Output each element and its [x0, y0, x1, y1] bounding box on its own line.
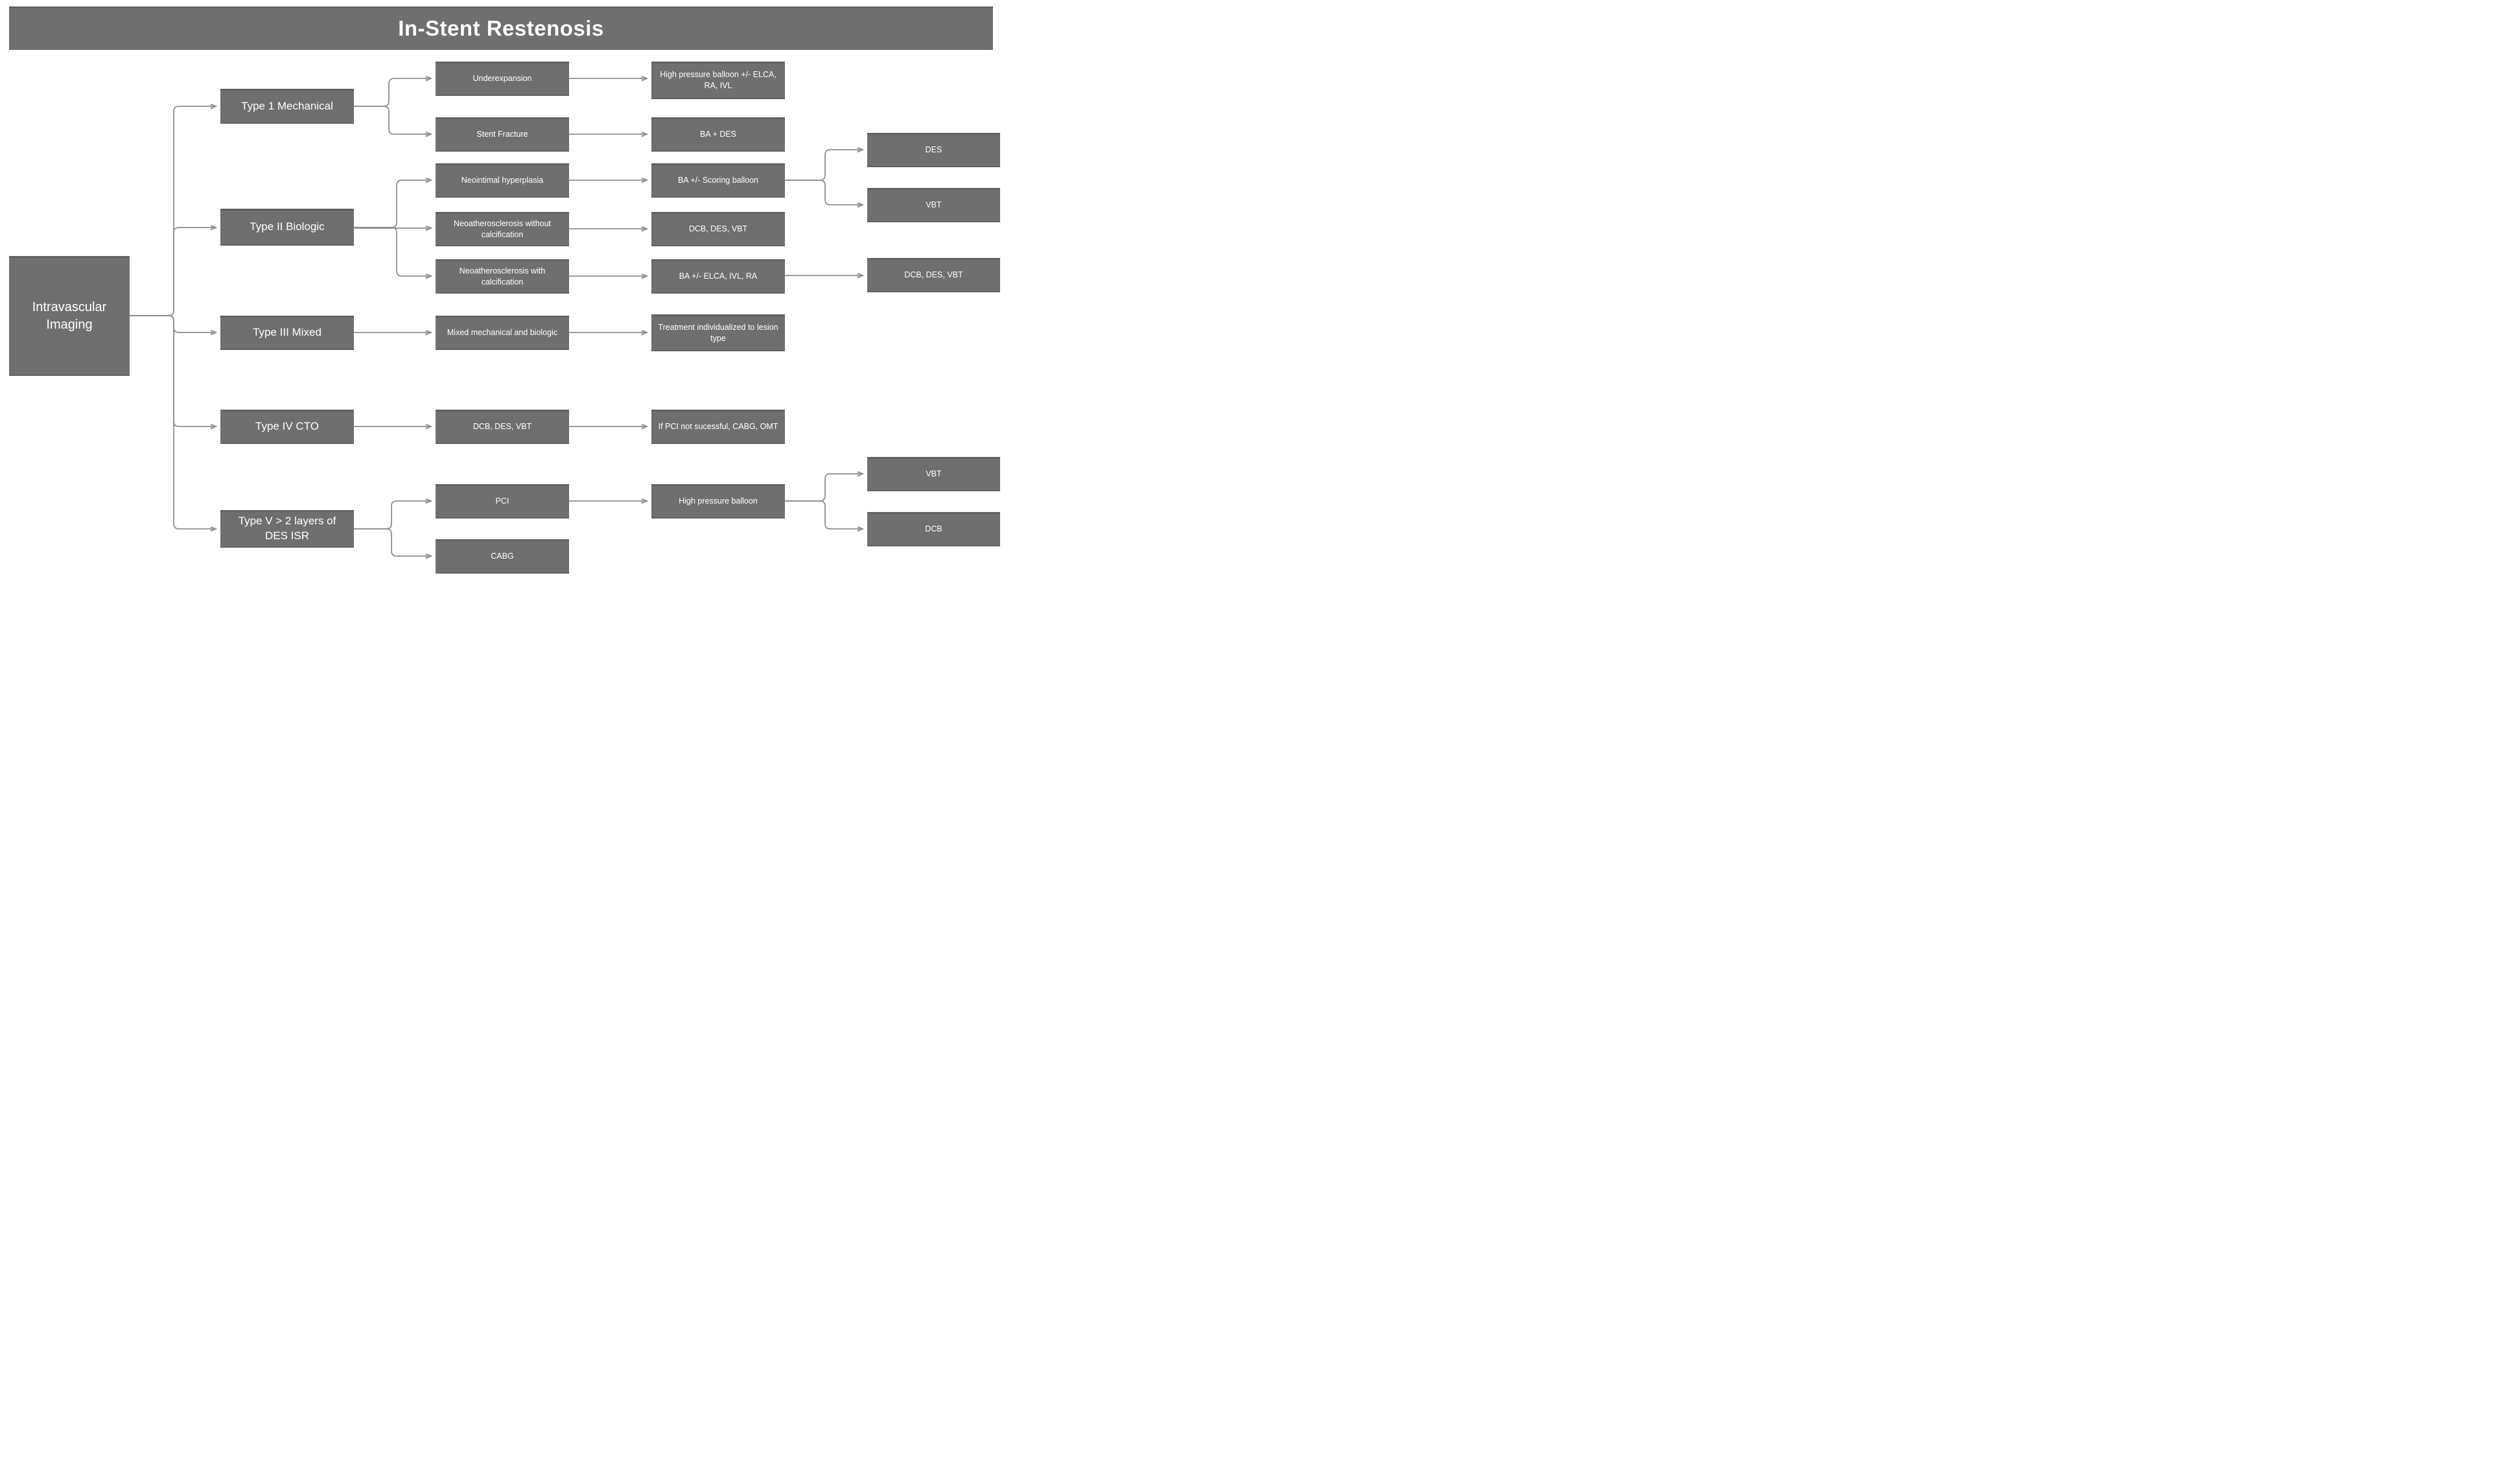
node-type-5-layers-des-isr: Type V > 2 layers of DES ISR	[220, 510, 354, 548]
node-ba-elca-ivl-ra: BA +/- ELCA, IVL, RA	[651, 259, 785, 294]
node-type-4-cto: Type IV CTO	[220, 410, 354, 444]
node-dcb-des-vbt-without-calc: DCB, DES, VBT	[651, 212, 785, 246]
node-ba-scoring-balloon: BA +/- Scoring balloon	[651, 163, 785, 198]
node-mixed-mechanical-and-biologic: Mixed mechanical and biologic	[436, 316, 569, 350]
node-ba-plus-des: BA + DES	[651, 117, 785, 152]
node-type-3-mixed: Type III Mixed	[220, 316, 354, 350]
title-bar: In-Stent Restenosis	[9, 6, 993, 50]
node-des: DES	[867, 133, 1000, 167]
flowchart-canvas: In-Stent Restenosis	[0, 0, 1002, 579]
node-type-2-biologic: Type II Biologic	[220, 209, 354, 246]
node-dcb-des-vbt-with-calc: DCB, DES, VBT	[867, 258, 1000, 292]
node-underexpansion: Underexpansion	[436, 62, 569, 96]
node-neoatherosclerosis-with-calcification: Neoatherosclerosis with calcification	[436, 259, 569, 294]
node-vbt: VBT	[867, 188, 1000, 222]
node-high-pressure-balloon-elca-ra-ivl: High pressure balloon +/- ELCA, RA, IVL	[651, 62, 785, 99]
node-type-1-mechanical: Type 1 Mechanical	[220, 89, 354, 124]
node-if-pci-not-successful: If PCI not sucessful, CABG, OMT	[651, 410, 785, 444]
node-neointimal-hyperplasia: Neointimal hyperplasia	[436, 163, 569, 198]
page-title: In-Stent Restenosis	[398, 16, 604, 40]
node-pci: PCI	[436, 484, 569, 519]
node-dcb-des-vbt-cto: DCB, DES, VBT	[436, 410, 569, 444]
node-neoatherosclerosis-without-calcification: Neoatherosclerosis without calcification	[436, 212, 569, 246]
node-cabg: CABG	[436, 539, 569, 574]
node-vbt-type5: VBT	[867, 457, 1000, 491]
node-dcb: DCB	[867, 512, 1000, 546]
node-treatment-individualized: Treatment individualized to lesion type	[651, 314, 785, 351]
node-stent-fracture: Stent Fracture	[436, 117, 569, 152]
node-intravascular-imaging: Intravascular Imaging	[9, 256, 130, 376]
node-high-pressure-balloon: High pressure balloon	[651, 484, 785, 519]
